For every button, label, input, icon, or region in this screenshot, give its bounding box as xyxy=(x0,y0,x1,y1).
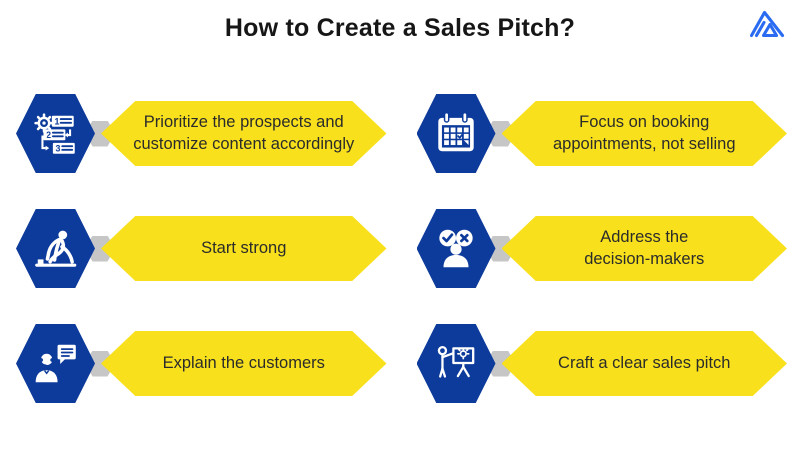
svg-text:2: 2 xyxy=(46,129,51,139)
svg-text:3: 3 xyxy=(55,143,60,153)
sales-pitch-presentation-icon xyxy=(437,345,475,378)
step-icon-hexagon xyxy=(16,209,95,288)
step-label: Focus on booking xyxy=(579,113,710,132)
step-icon-hexagon: 1 2 3 xyxy=(16,94,95,173)
steps-grid: 1 2 3 Prioritize the prospects and xyxy=(16,94,787,403)
customer-explain-icon xyxy=(35,344,76,382)
step-item-booking: Focus on booking appointments, not selli… xyxy=(416,94,787,173)
mountain-logo-icon xyxy=(749,10,785,38)
step-label: customize content accordingly xyxy=(133,134,355,153)
step-banner: Craft a clear sales pitch xyxy=(501,331,787,396)
step-icon-hexagon xyxy=(416,324,496,403)
step-banner: Prioritize the prospects and customize c… xyxy=(101,101,387,166)
step-item-explain-customers: Explain the customers xyxy=(16,324,387,403)
step-label: Start strong xyxy=(201,238,287,257)
step-item-prioritize: 1 2 3 Prioritize the prospects and xyxy=(16,94,387,173)
decision-makers-icon xyxy=(439,229,473,267)
step-banner: Start strong xyxy=(101,216,387,281)
step-item-decision-makers: Address the decision-makers xyxy=(416,209,787,288)
step-icon-hexagon xyxy=(416,94,496,173)
step-item-sales-pitch: Craft a clear sales pitch xyxy=(416,324,787,403)
step-label: Explain the customers xyxy=(162,353,325,372)
svg-text:1: 1 xyxy=(54,116,59,126)
step-icon-hexagon xyxy=(16,324,95,403)
step-banner: Address the decision-makers xyxy=(501,216,787,281)
step-label: appointments, not selling xyxy=(552,134,736,153)
step-label: Address the xyxy=(600,228,689,247)
step-label: decision-makers xyxy=(584,249,705,268)
step-banner: Explain the customers xyxy=(101,331,387,396)
step-label: Prioritize the prospects and xyxy=(143,113,344,132)
prioritize-list-icon: 1 2 3 xyxy=(33,112,75,154)
calendar-booking-icon xyxy=(438,111,474,151)
step-item-start-strong: Start strong xyxy=(16,209,387,288)
step-banner: Focus on booking appointments, not selli… xyxy=(501,101,787,166)
step-label: Craft a clear sales pitch xyxy=(558,353,731,372)
sprinter-start-icon xyxy=(34,230,76,267)
step-icon-hexagon xyxy=(416,209,496,288)
page-title: How to Create a Sales Pitch? xyxy=(224,14,576,42)
